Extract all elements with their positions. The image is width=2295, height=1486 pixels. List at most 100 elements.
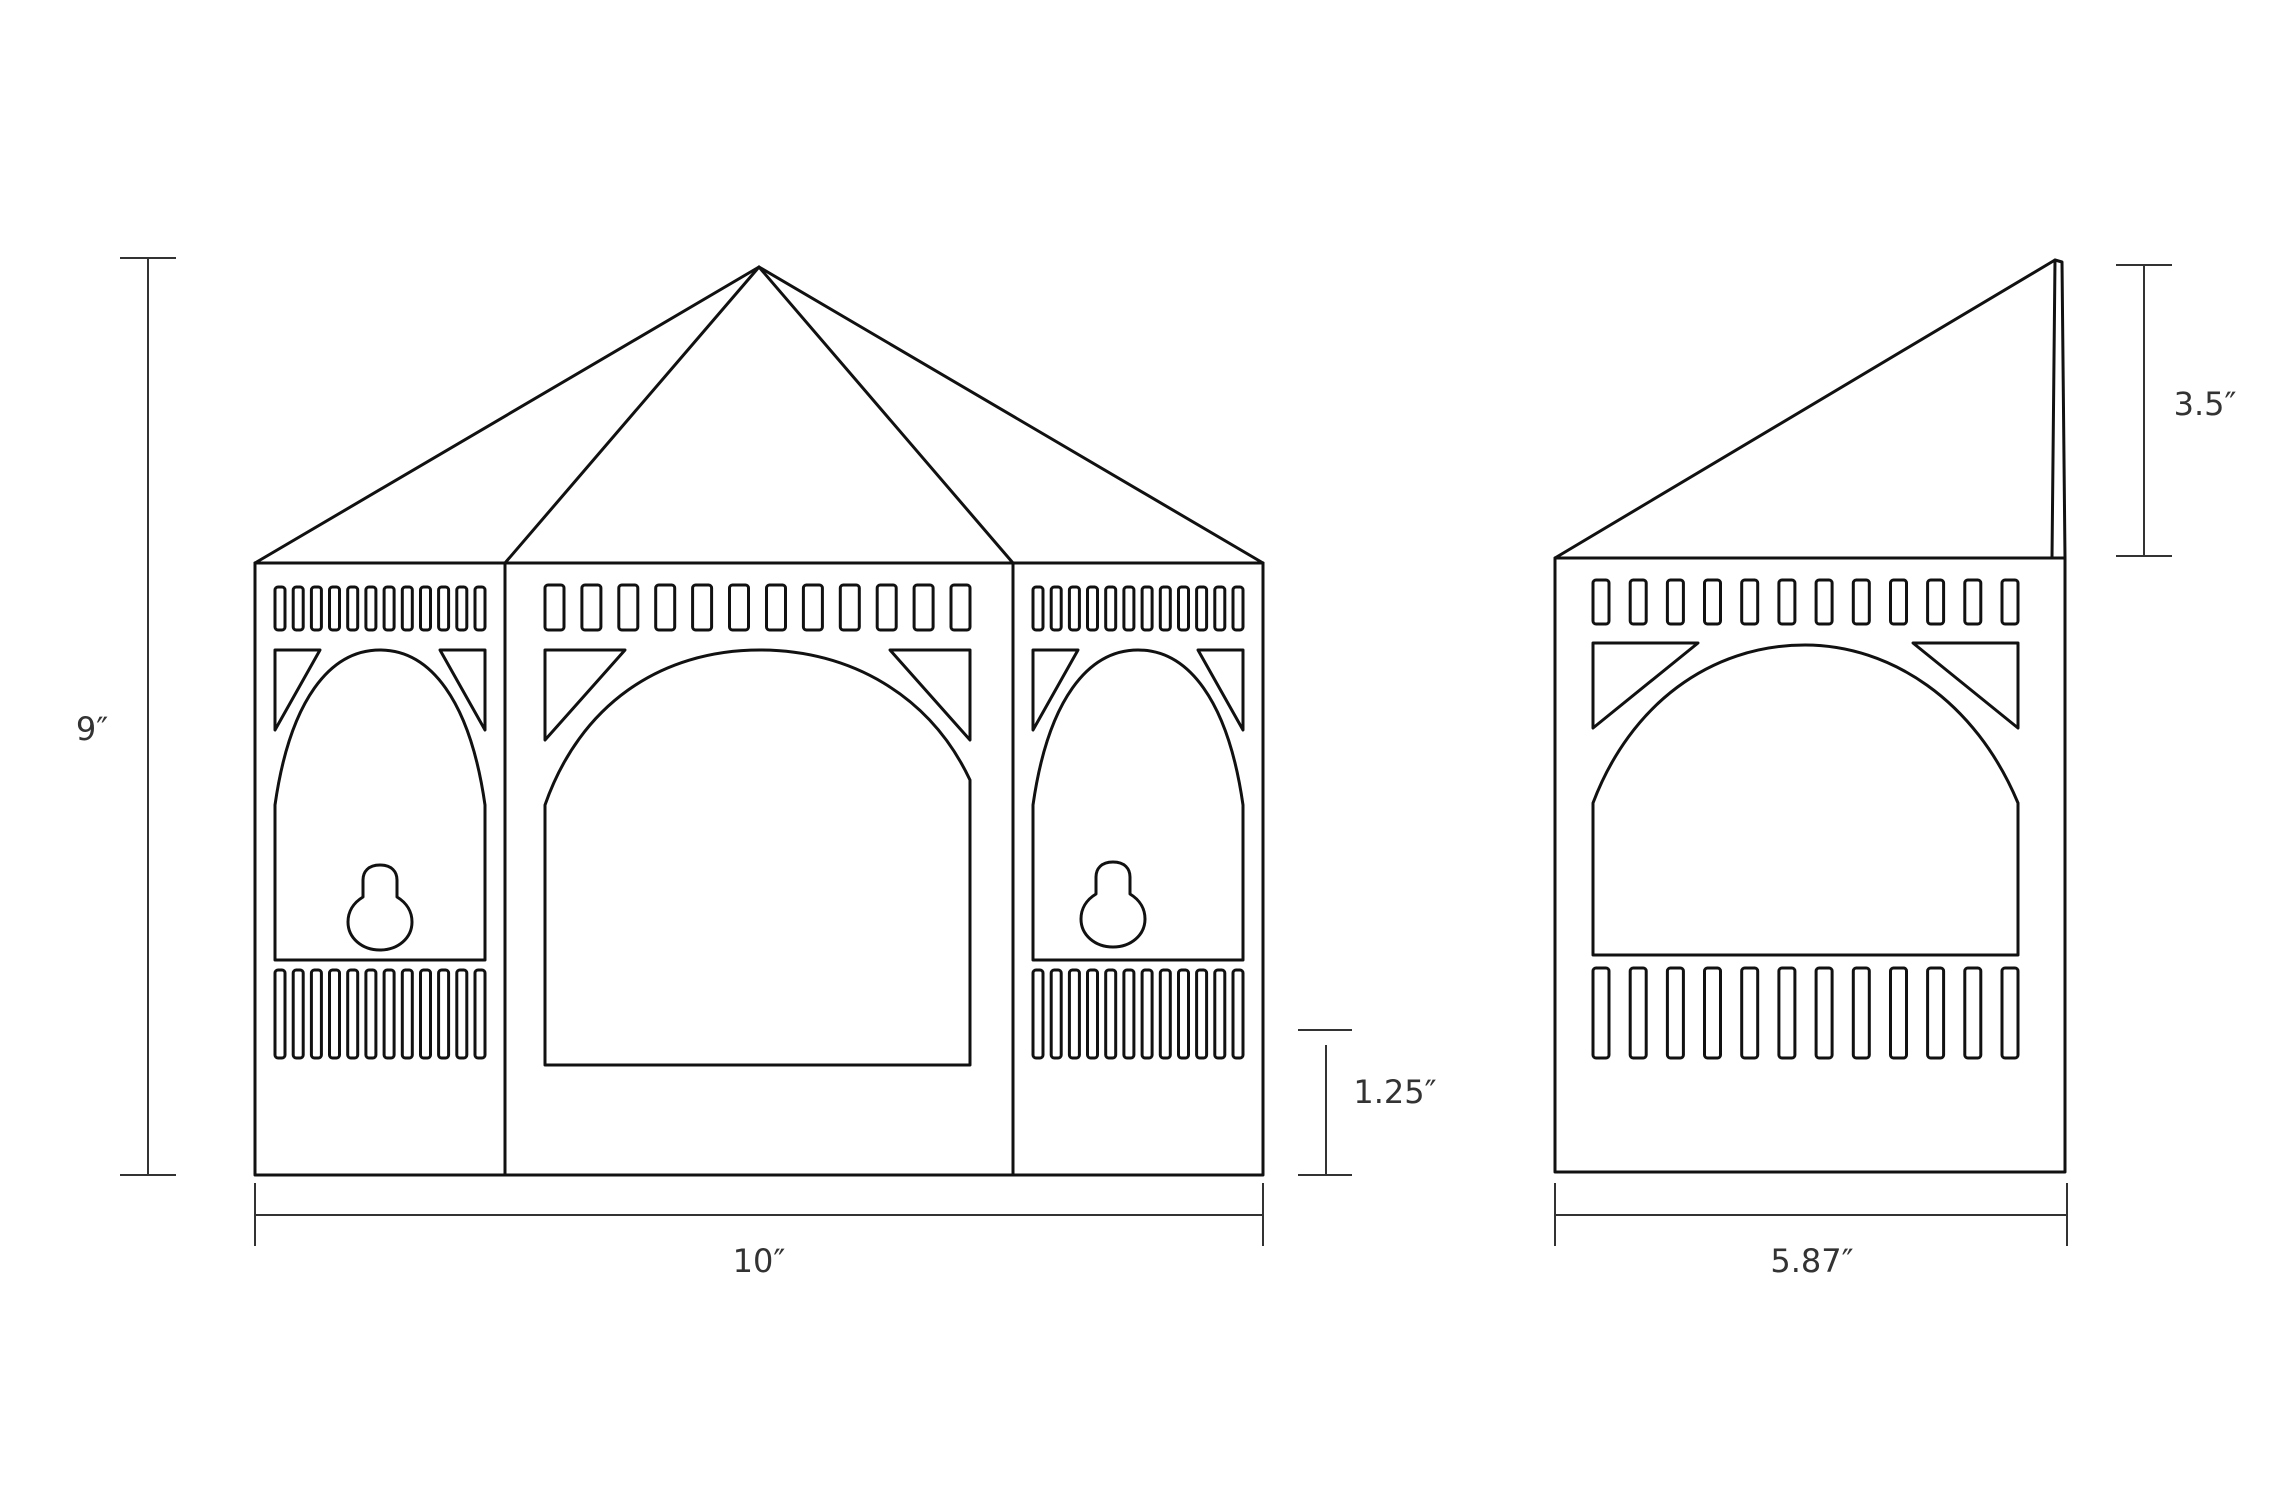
slot-cutout <box>1049 585 1063 632</box>
slot-cutout <box>1104 585 1118 632</box>
slot-cutout <box>437 968 451 1060</box>
slot-cutout <box>1777 966 1797 1060</box>
slot-cutout <box>654 583 677 632</box>
slot-row-top <box>273 585 487 632</box>
slot-row-top <box>543 583 972 632</box>
slot-cutout <box>2000 578 2020 626</box>
slot-cutout <box>801 583 824 632</box>
slot-cutout <box>1104 968 1118 1060</box>
slot-cutout <box>1628 578 1648 626</box>
slot-cutout <box>728 583 750 632</box>
slot-cutout <box>1889 966 1908 1060</box>
slot-row-bottom <box>273 968 487 1060</box>
slot-cutout <box>1703 966 1722 1060</box>
slot-cutout <box>1195 968 1209 1060</box>
slot-cutout <box>1049 968 1063 1060</box>
arched-window <box>273 648 487 962</box>
slot-row-bottom <box>1591 966 2020 1060</box>
front-view <box>253 265 1265 1177</box>
slot-row-top <box>1591 578 2020 626</box>
slot-cutout <box>1122 968 1136 1060</box>
slot-cutout <box>273 585 287 632</box>
slot-cutout <box>328 585 341 632</box>
slot-cutout <box>1926 578 1946 626</box>
slot-cutout <box>1926 966 1946 1060</box>
slot-cutout <box>543 583 566 632</box>
slot-cutout <box>1231 968 1245 1060</box>
slot-cutout <box>400 968 414 1060</box>
slot-cutout <box>1591 578 1611 626</box>
corner-bracket <box>1196 648 1245 732</box>
corner-bracket <box>1031 648 1080 732</box>
slot-cutout <box>1177 968 1190 1060</box>
slot-cutout <box>838 583 861 632</box>
slot-cutout <box>1231 585 1245 632</box>
slot-cutout <box>1665 578 1685 626</box>
slot-cutout <box>473 585 487 632</box>
corner-bracket <box>1591 641 1700 730</box>
slot-cutout <box>455 968 469 1060</box>
slot-cutout <box>580 583 603 632</box>
corner-bracket <box>1911 641 2020 730</box>
slot-cutout <box>328 968 341 1060</box>
dimension-label-depth: 5.87″ <box>1770 1242 1853 1280</box>
corner-bracket <box>888 648 972 742</box>
slot-cutout <box>1067 585 1081 632</box>
slot-cutout <box>949 583 972 632</box>
slot-cutout <box>1031 585 1045 632</box>
slot-cutout <box>437 585 451 632</box>
slot-cutout <box>912 583 935 632</box>
slot-cutout <box>1195 585 1209 632</box>
slot-cutout <box>1628 966 1648 1060</box>
slot-cutout <box>1122 585 1136 632</box>
slot-cutout <box>1140 585 1154 632</box>
front-left-panel <box>273 585 487 1060</box>
slot-cutout <box>1086 968 1099 1060</box>
slot-cutout <box>1703 578 1722 626</box>
front-right-panel <box>1031 585 1245 1060</box>
dimension-label-width: 10″ <box>733 1242 786 1280</box>
dimension-label-height: 9″ <box>76 710 108 748</box>
slot-cutout <box>1740 966 1760 1060</box>
slot-cutout <box>1665 966 1685 1060</box>
slot-cutout <box>400 585 414 632</box>
slot-cutout <box>382 585 396 632</box>
slot-cutout <box>309 968 323 1060</box>
corner-bracket <box>543 648 627 742</box>
slot-cutout <box>617 583 640 632</box>
dimension-depth-side: 5.87″ <box>1554 1183 2068 1280</box>
arched-window <box>1591 643 2020 957</box>
slot-cutout <box>291 968 305 1060</box>
slot-cutout <box>273 968 287 1060</box>
slot-cutout <box>1851 966 1871 1060</box>
front-body <box>253 561 1265 1177</box>
dimension-bottom-band: 1.25″ <box>1298 1029 1437 1176</box>
slot-cutout <box>1177 585 1190 632</box>
slot-cutout <box>1067 968 1081 1060</box>
slot-cutout <box>2000 966 2020 1060</box>
dimension-label-band: 1.25″ <box>1353 1073 1436 1111</box>
slot-cutout <box>1086 585 1099 632</box>
slot-cutout <box>364 585 378 632</box>
slot-cutout <box>419 968 432 1060</box>
slot-cutout <box>1814 578 1834 626</box>
slot-cutout <box>309 585 323 632</box>
dimension-roof-height: 3.5″ <box>2116 264 2237 557</box>
slot-cutout <box>1591 966 1611 1060</box>
slot-cutout <box>346 968 360 1060</box>
dimension-label-roof: 3.5″ <box>2174 385 2237 423</box>
slot-cutout <box>1213 585 1227 632</box>
slot-cutout <box>1031 968 1045 1060</box>
slot-cutout <box>1963 966 1983 1060</box>
side-roof <box>1553 258 2067 560</box>
keyhole-icon <box>346 863 414 952</box>
slot-cutout <box>1140 968 1154 1060</box>
slot-cutout <box>419 585 432 632</box>
slot-cutout <box>1213 968 1227 1060</box>
dimension-width-front: 10″ <box>254 1183 1264 1280</box>
slot-cutout <box>691 583 714 632</box>
slot-row-top <box>1031 585 1245 632</box>
slot-cutout <box>382 968 396 1060</box>
slot-cutout <box>1889 578 1908 626</box>
